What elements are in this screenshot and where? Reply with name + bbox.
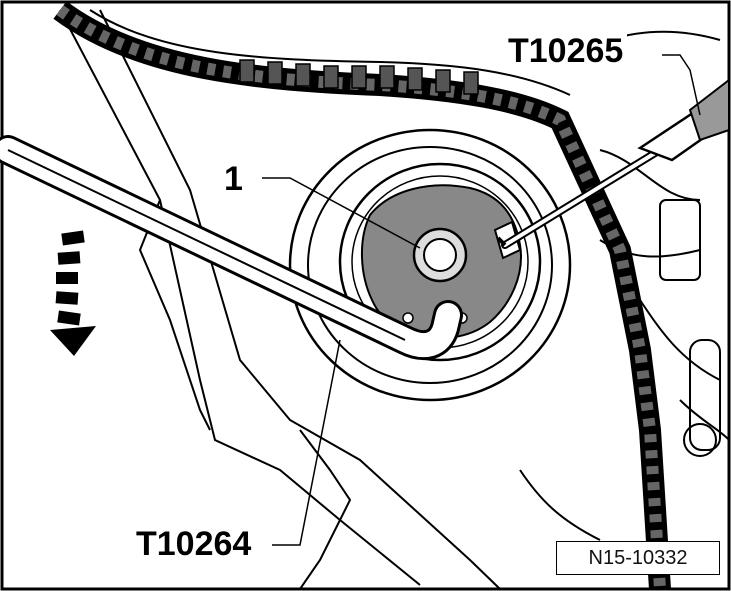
sprocket-teeth (239, 59, 479, 95)
pin-wrench-tool (0, 135, 463, 361)
leader-lines (262, 54, 701, 546)
label-item-1: 1 (222, 160, 245, 198)
adjustment-tool (496, 77, 731, 249)
rotation-arrow-icon (50, 230, 96, 356)
leader-item-1 (262, 177, 421, 249)
figure-reference-number: N15-10332 (556, 541, 720, 575)
leader-tool-bottom (272, 339, 341, 546)
leader-tool-top (662, 54, 701, 116)
label-tool-t10265: T10265 (504, 34, 628, 68)
label-tool-t10264: T10264 (132, 527, 256, 561)
